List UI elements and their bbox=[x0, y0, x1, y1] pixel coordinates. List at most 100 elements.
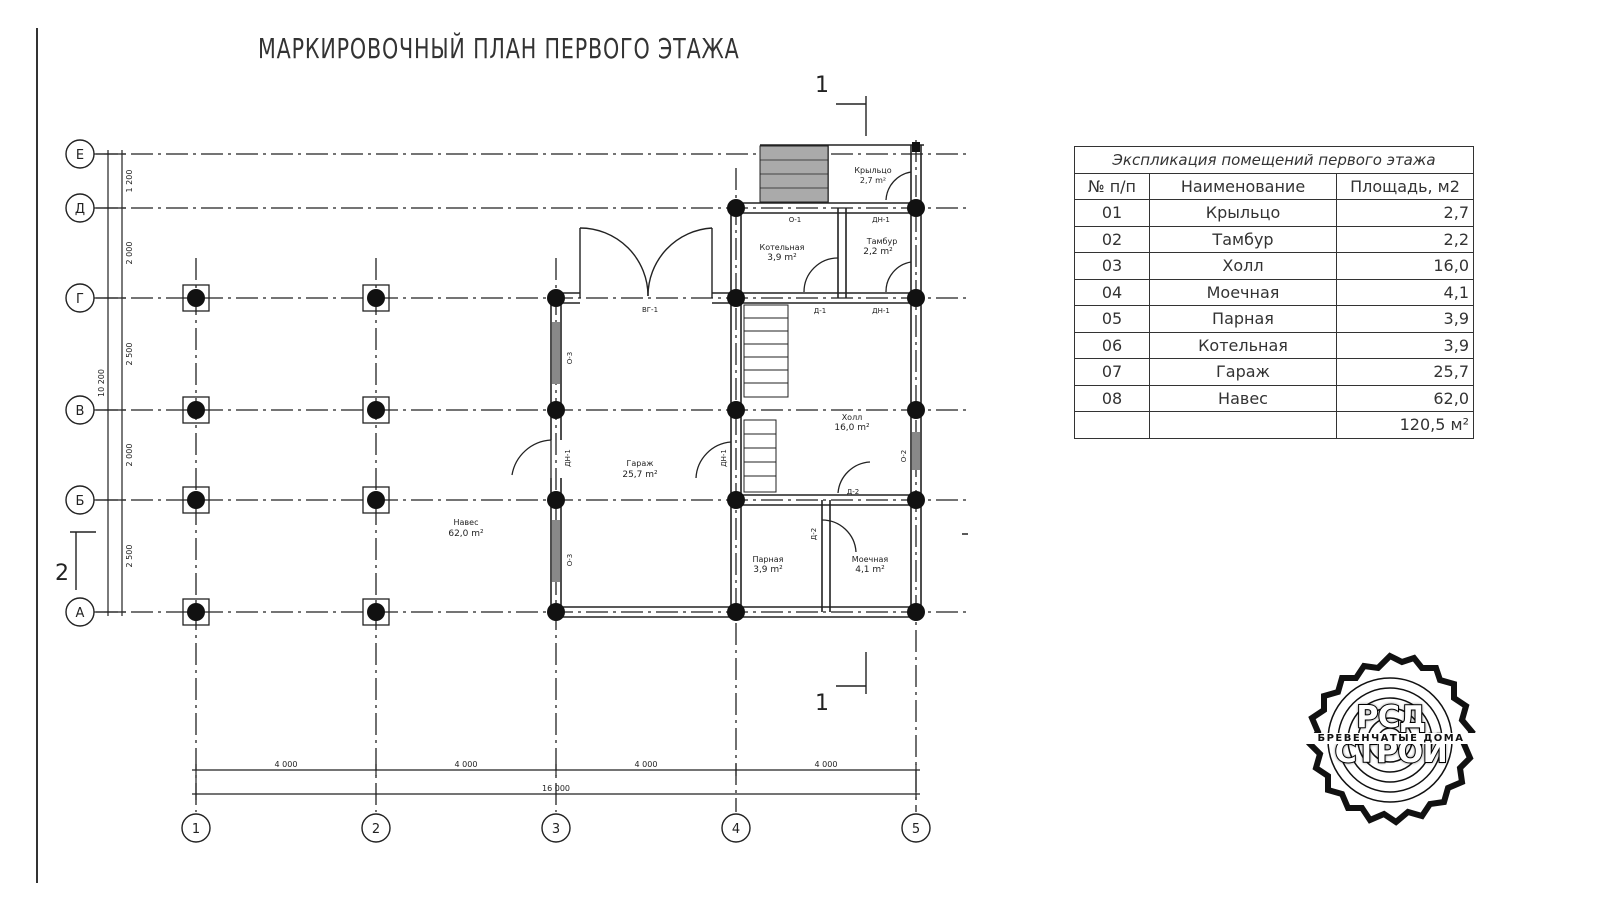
axis-label-D: Д bbox=[75, 202, 85, 217]
table-total-row: 120,5 м² bbox=[1074, 411, 1474, 439]
table-caption: Экспликация помещений первого этажа bbox=[1074, 146, 1474, 174]
table-row: 07 Гараж 25,7 bbox=[1074, 358, 1474, 386]
axis-label-4: 4 bbox=[732, 822, 740, 837]
dim-col-total: 16 000 bbox=[542, 784, 570, 793]
logo-tagline: БРЕВЕНЧАТЫЕ ДОМА bbox=[1296, 733, 1486, 744]
table-caption-row: Экспликация помещений первого этажа bbox=[1074, 146, 1474, 174]
dim-row-3: 2 500 bbox=[125, 343, 134, 366]
cell-number: 04 bbox=[1074, 278, 1150, 306]
cell-area: 16,0 bbox=[1336, 252, 1474, 280]
dim-col-3: 4 000 bbox=[635, 760, 658, 769]
cell-name: Навес bbox=[1149, 384, 1337, 412]
opening-o3-a: О-3 bbox=[566, 352, 574, 365]
axis-bubble-3 bbox=[541, 813, 571, 843]
cell-number: 01 bbox=[1074, 199, 1150, 227]
room-parnaya-name: Парная bbox=[753, 555, 784, 564]
room-holl-name: Холл bbox=[842, 413, 863, 422]
wall-nodes bbox=[547, 142, 925, 621]
section-mark-left: 2 bbox=[55, 561, 69, 586]
room-naves-area: 62,0 m² bbox=[448, 529, 484, 539]
interior-stair bbox=[743, 304, 789, 493]
opening-o1: О-1 bbox=[789, 216, 802, 224]
opening-dn1-d: ДН-1 bbox=[720, 449, 728, 467]
room-kryltso-area: 2,7 m² bbox=[860, 176, 886, 185]
cell-empty bbox=[1149, 411, 1337, 439]
axis-label-E: Е bbox=[76, 148, 84, 163]
cell-name: Котельная bbox=[1149, 331, 1337, 359]
section-markers bbox=[70, 96, 867, 694]
dim-row-1: 1 200 bbox=[125, 170, 134, 193]
cell-name: Тамбур bbox=[1149, 225, 1337, 253]
cell-number: 02 bbox=[1074, 225, 1150, 253]
cell-area: 3,9 bbox=[1336, 331, 1474, 359]
cell-name: Парная bbox=[1149, 305, 1337, 333]
header-area: Площадь, м2 bbox=[1336, 172, 1474, 200]
section-mark-bottom: 1 bbox=[815, 691, 829, 716]
cell-area: 2,2 bbox=[1336, 225, 1474, 253]
opening-dn1-c: ДН-1 bbox=[564, 449, 572, 467]
table-row: 02 Тамбур 2,2 bbox=[1074, 225, 1474, 253]
table-row: 01 Крыльцо 2,7 bbox=[1074, 199, 1474, 227]
table-row: 08 Навес 62,0 bbox=[1074, 384, 1474, 412]
canopy-posts bbox=[182, 284, 390, 626]
header-name: Наименование bbox=[1149, 172, 1337, 200]
axis-label-1: 1 bbox=[192, 822, 200, 837]
axis-label-3: 3 bbox=[552, 822, 560, 837]
cell-name: Гараж bbox=[1149, 358, 1337, 386]
dim-row-5: 2 500 bbox=[125, 545, 134, 568]
dim-row-total: 10 200 bbox=[97, 369, 106, 397]
opening-dn1-b: ДН-1 bbox=[872, 307, 890, 315]
room-moechnaya-name: Моечная bbox=[852, 555, 889, 564]
room-tambur-area: 2,2 m² bbox=[863, 247, 893, 257]
cell-number: 06 bbox=[1074, 331, 1150, 359]
cell-number: 05 bbox=[1074, 305, 1150, 333]
cell-number: 08 bbox=[1074, 384, 1150, 412]
axis-label-5: 5 bbox=[912, 822, 920, 837]
dim-row-2: 2 000 bbox=[125, 242, 134, 265]
cell-area: 3,9 bbox=[1336, 305, 1474, 333]
axis-bubble-4 bbox=[721, 813, 751, 843]
axis-bubble-1 bbox=[181, 813, 211, 843]
door-swings bbox=[511, 171, 912, 553]
room-tambur-name: Тамбур bbox=[866, 237, 898, 246]
cell-number: 03 bbox=[1074, 252, 1150, 280]
table-row: 03 Холл 16,0 bbox=[1074, 252, 1474, 280]
dim-col-2: 4 000 bbox=[455, 760, 478, 769]
opening-o3-b: О-3 bbox=[566, 554, 574, 567]
cell-area: 25,7 bbox=[1336, 358, 1474, 386]
opening-vg1: ВГ-1 bbox=[642, 306, 658, 314]
axis-label-A: А bbox=[76, 606, 85, 621]
axis-label-V: В bbox=[76, 404, 85, 419]
opening-o2: О-2 bbox=[900, 450, 908, 463]
room-parnaya-area: 3,9 m² bbox=[753, 565, 783, 575]
cell-name: Моечная bbox=[1149, 278, 1337, 306]
cell-area: 4,1 bbox=[1336, 278, 1474, 306]
dim-row-4: 2 000 bbox=[125, 444, 134, 467]
opening-d2-a: Д-2 bbox=[847, 488, 859, 496]
opening-dn1-a: ДН-1 bbox=[872, 216, 890, 224]
table-row: 04 Моечная 4,1 bbox=[1074, 278, 1474, 306]
room-garazh-area: 25,7 m² bbox=[622, 470, 658, 480]
cell-empty bbox=[1074, 411, 1150, 439]
axis-label-B: Б bbox=[76, 494, 85, 509]
table-row: 05 Парная 3,9 bbox=[1074, 305, 1474, 333]
room-garazh-name: Гараж bbox=[627, 459, 654, 468]
cell-number: 07 bbox=[1074, 358, 1150, 386]
axis-label-2: 2 bbox=[372, 822, 380, 837]
total-area: 120,5 м² bbox=[1336, 411, 1474, 439]
header-number: № п/п bbox=[1074, 172, 1150, 200]
garage-gate bbox=[579, 227, 713, 298]
room-naves-name: Навес bbox=[454, 518, 479, 527]
cell-area: 62,0 bbox=[1336, 384, 1474, 412]
axis-label-G: Г bbox=[76, 292, 84, 307]
room-moechnaya-area: 4,1 m² bbox=[855, 565, 885, 575]
sheet-frame-line bbox=[36, 28, 38, 883]
section-mark-top: 1 bbox=[815, 73, 829, 98]
axis-bubble-5 bbox=[901, 813, 931, 843]
cell-name: Холл bbox=[1149, 252, 1337, 280]
room-schedule-table: Экспликация помещений первого этажа № п/… bbox=[1074, 146, 1474, 439]
cell-name: Крыльцо bbox=[1149, 199, 1337, 227]
opening-d1: Д-1 bbox=[814, 307, 826, 315]
room-kotelnaya-name: Котельная bbox=[760, 243, 805, 252]
